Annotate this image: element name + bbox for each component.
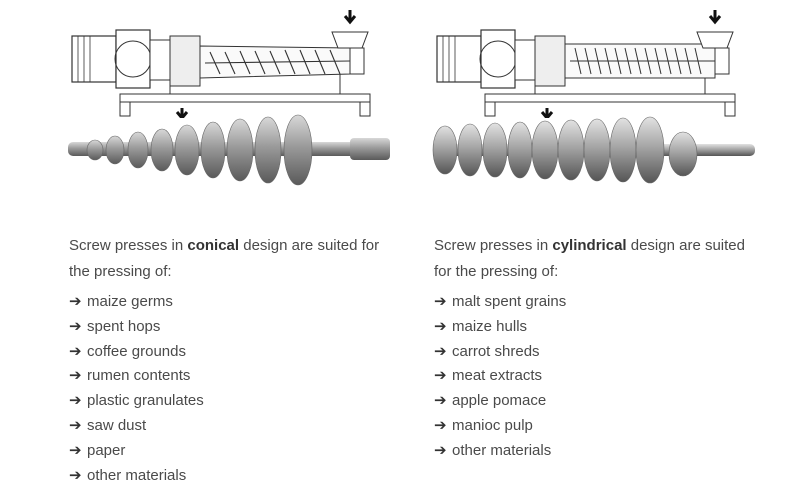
cylindrical-materials-list: ➔malt spent grains ➔maize hulls ➔carrot … bbox=[434, 290, 566, 464]
arrow-icon: ➔ bbox=[69, 441, 82, 459]
list-item: ➔plastic granulates bbox=[69, 389, 204, 414]
list-item: ➔meat extracts bbox=[434, 364, 566, 389]
cylindrical-intro-text: Screw presses in cylindrical design are … bbox=[434, 237, 745, 280]
arrow-icon: ➔ bbox=[434, 293, 447, 310]
arrow-icon: ➔ bbox=[434, 317, 447, 335]
list-item: ➔other materials bbox=[69, 464, 204, 489]
arrow-icon: ➔ bbox=[69, 317, 82, 335]
list-item: ➔rumen contents bbox=[69, 364, 204, 389]
list-item: ➔saw dust bbox=[69, 414, 204, 439]
arrow-icon: ➔ bbox=[69, 367, 82, 385]
arrow-icon: ➔ bbox=[69, 416, 82, 434]
conical-intro-text: Screw presses in conical design are suit… bbox=[69, 237, 380, 280]
cylindrical-emphasis: cylindrical bbox=[552, 237, 627, 254]
list-item: ➔maize hulls bbox=[434, 315, 566, 340]
list-item: ➔manioc pulp bbox=[434, 414, 566, 439]
list-item: ➔apple pomace bbox=[434, 389, 566, 414]
arrow-icon: ➔ bbox=[69, 466, 82, 484]
arrow-icon: ➔ bbox=[434, 416, 447, 434]
conical-press-drawing bbox=[71, 10, 371, 118]
list-item: ➔paper bbox=[69, 439, 204, 464]
list-item: ➔maize germs bbox=[69, 290, 204, 315]
arrow-icon: ➔ bbox=[434, 367, 447, 385]
cylindrical-press-drawing bbox=[436, 10, 736, 118]
arrow-icon: ➔ bbox=[434, 392, 447, 410]
list-item: ➔spent hops bbox=[69, 315, 204, 340]
arrow-icon: ➔ bbox=[434, 342, 447, 360]
list-item: ➔malt spent grains bbox=[434, 290, 566, 315]
arrow-icon: ➔ bbox=[69, 392, 82, 410]
arrow-icon: ➔ bbox=[69, 293, 82, 310]
arrow-icon: ➔ bbox=[69, 342, 82, 360]
arrow-icon: ➔ bbox=[434, 441, 447, 459]
list-item: ➔coffee grounds bbox=[69, 340, 204, 365]
conical-materials-list: ➔maize germs ➔spent hops ➔coffee grounds… bbox=[69, 290, 204, 488]
list-item: ➔carrot shreds bbox=[434, 340, 566, 365]
conical-emphasis: conical bbox=[187, 237, 240, 254]
conical-screw-image bbox=[68, 114, 390, 186]
cylindrical-screw-image bbox=[432, 116, 755, 184]
list-item: ➔other materials bbox=[434, 439, 566, 464]
